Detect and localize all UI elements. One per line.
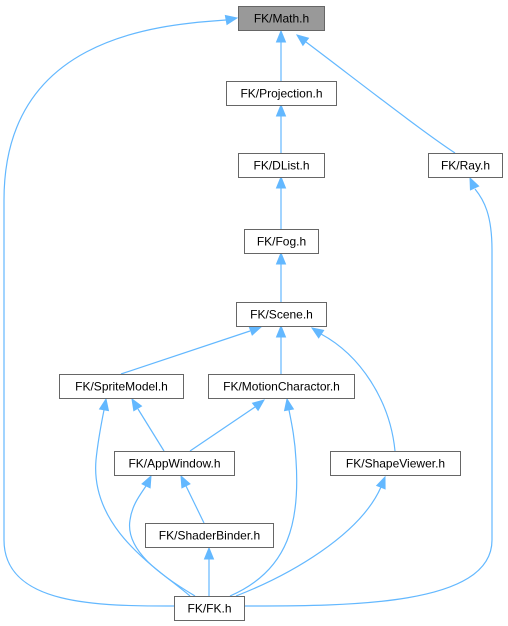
- node-box[interactable]: [238, 153, 325, 178]
- edge-line: [305, 41, 456, 154]
- node-fk[interactable]: FK/FK.h: [174, 596, 245, 621]
- node-box[interactable]: [238, 6, 325, 31]
- edge-arrowhead: [295, 34, 310, 47]
- node-box[interactable]: [244, 229, 319, 254]
- edge-line: [189, 406, 256, 452]
- edge-fk-to-ray: [243, 176, 493, 607]
- edge-appwindow-to-spritemodel: [131, 397, 165, 452]
- edge-arrowhead: [275, 251, 287, 265]
- node-label: FK/Projection.h: [240, 87, 322, 101]
- node-label: FK/ShapeViewer.h: [346, 457, 445, 471]
- edge-fk-to-shaderbinder: [203, 546, 215, 596]
- edge-fog-to-dlist: [275, 175, 287, 229]
- node-motioncharactor[interactable]: FK/MotionCharactor.h: [208, 374, 355, 399]
- nodes-layer: FK/Math.hFK/Projection.hFK/DList.h FK/Ray…: [59, 6, 503, 621]
- edge-line: [120, 330, 251, 375]
- node-label: FK/FK.h: [187, 602, 231, 616]
- edge-arrowhead: [203, 546, 215, 560]
- edge-appwindow-to-motioncharactor: [189, 399, 266, 452]
- node-scene[interactable]: FK/Scene.h: [236, 302, 327, 327]
- edge-arrowhead: [275, 175, 287, 189]
- edges-layer: [3, 14, 493, 607]
- edge-fk-to-spritemodel: [95, 397, 191, 597]
- edge-line: [3, 19, 227, 607]
- edge-arrowhead: [180, 474, 191, 489]
- edge-fk-to-shapeviewer: [235, 475, 386, 597]
- edge-arrowhead: [283, 397, 295, 412]
- node-box[interactable]: [114, 451, 235, 476]
- edge-line: [235, 486, 382, 597]
- edge-arrowhead: [141, 474, 152, 489]
- node-label: FK/SpriteModel.h: [75, 380, 168, 394]
- edge-scene-to-fog: [275, 251, 287, 302]
- node-spritemodel[interactable]: FK/SpriteModel.h: [59, 374, 184, 399]
- edge-line: [243, 188, 493, 607]
- node-box[interactable]: [428, 153, 503, 178]
- edge-projection-to-math: [275, 29, 287, 81]
- edge-arrowhead: [469, 176, 480, 191]
- edge-arrowhead: [275, 324, 287, 338]
- node-label: FK/Math.h: [254, 12, 309, 26]
- edge-arrowhead: [310, 327, 325, 339]
- node-box[interactable]: [226, 81, 337, 106]
- node-box[interactable]: [208, 374, 355, 399]
- node-box[interactable]: [330, 451, 461, 476]
- node-label: FK/AppWindow.h: [128, 457, 220, 471]
- edge-line: [128, 485, 196, 597]
- edge-line: [137, 408, 165, 452]
- edge-fk-to-appwindow: [128, 474, 196, 597]
- node-ray[interactable]: FK/Ray.h: [428, 153, 503, 178]
- edge-arrowhead: [275, 29, 287, 43]
- node-label: FK/Ray.h: [441, 159, 490, 173]
- node-label: FK/DList.h: [253, 159, 309, 173]
- node-label: FK/Scene.h: [250, 308, 313, 322]
- node-shapeviewer[interactable]: FK/ShapeViewer.h: [330, 451, 461, 476]
- node-projection[interactable]: FK/Projection.h: [226, 81, 337, 106]
- edge-fk-to-motioncharactor: [229, 397, 298, 597]
- edge-line: [95, 409, 191, 597]
- edge-shapeviewer-to-scene: [310, 327, 396, 452]
- edge-arrowhead: [375, 475, 386, 490]
- node-math[interactable]: FK/Math.h: [238, 6, 325, 31]
- edge-line: [320, 333, 396, 452]
- edge-arrowhead: [131, 397, 143, 412]
- node-box[interactable]: [174, 596, 245, 621]
- edge-arrowhead: [98, 397, 110, 412]
- node-fog[interactable]: FK/Fog.h: [244, 229, 319, 254]
- node-dlist[interactable]: FK/DList.h: [238, 153, 325, 178]
- edge-motioncharactor-to-scene: [275, 324, 287, 374]
- node-box[interactable]: [145, 523, 274, 548]
- edge-arrowhead: [275, 103, 287, 117]
- edge-spritemodel-to-scene: [120, 326, 263, 375]
- edge-dlist-to-projection: [275, 103, 287, 153]
- edge-arrowhead: [251, 399, 266, 412]
- node-box[interactable]: [59, 374, 184, 399]
- edge-ray-to-math: [295, 34, 456, 154]
- node-appwindow[interactable]: FK/AppWindow.h: [114, 451, 235, 476]
- node-box[interactable]: [236, 302, 327, 327]
- edge-shaderbinder-to-appwindow: [180, 474, 205, 524]
- edge-arrowhead: [224, 14, 239, 26]
- edge-fk-to-math: [3, 14, 239, 607]
- node-label: FK/ShaderBinder.h: [159, 529, 260, 543]
- node-label: FK/Fog.h: [257, 235, 306, 249]
- node-shaderbinder[interactable]: FK/ShaderBinder.h: [145, 523, 274, 548]
- edge-arrowhead: [248, 326, 263, 336]
- node-label: FK/MotionCharactor.h: [223, 380, 340, 394]
- edge-line: [229, 409, 298, 597]
- edge-line: [185, 485, 205, 524]
